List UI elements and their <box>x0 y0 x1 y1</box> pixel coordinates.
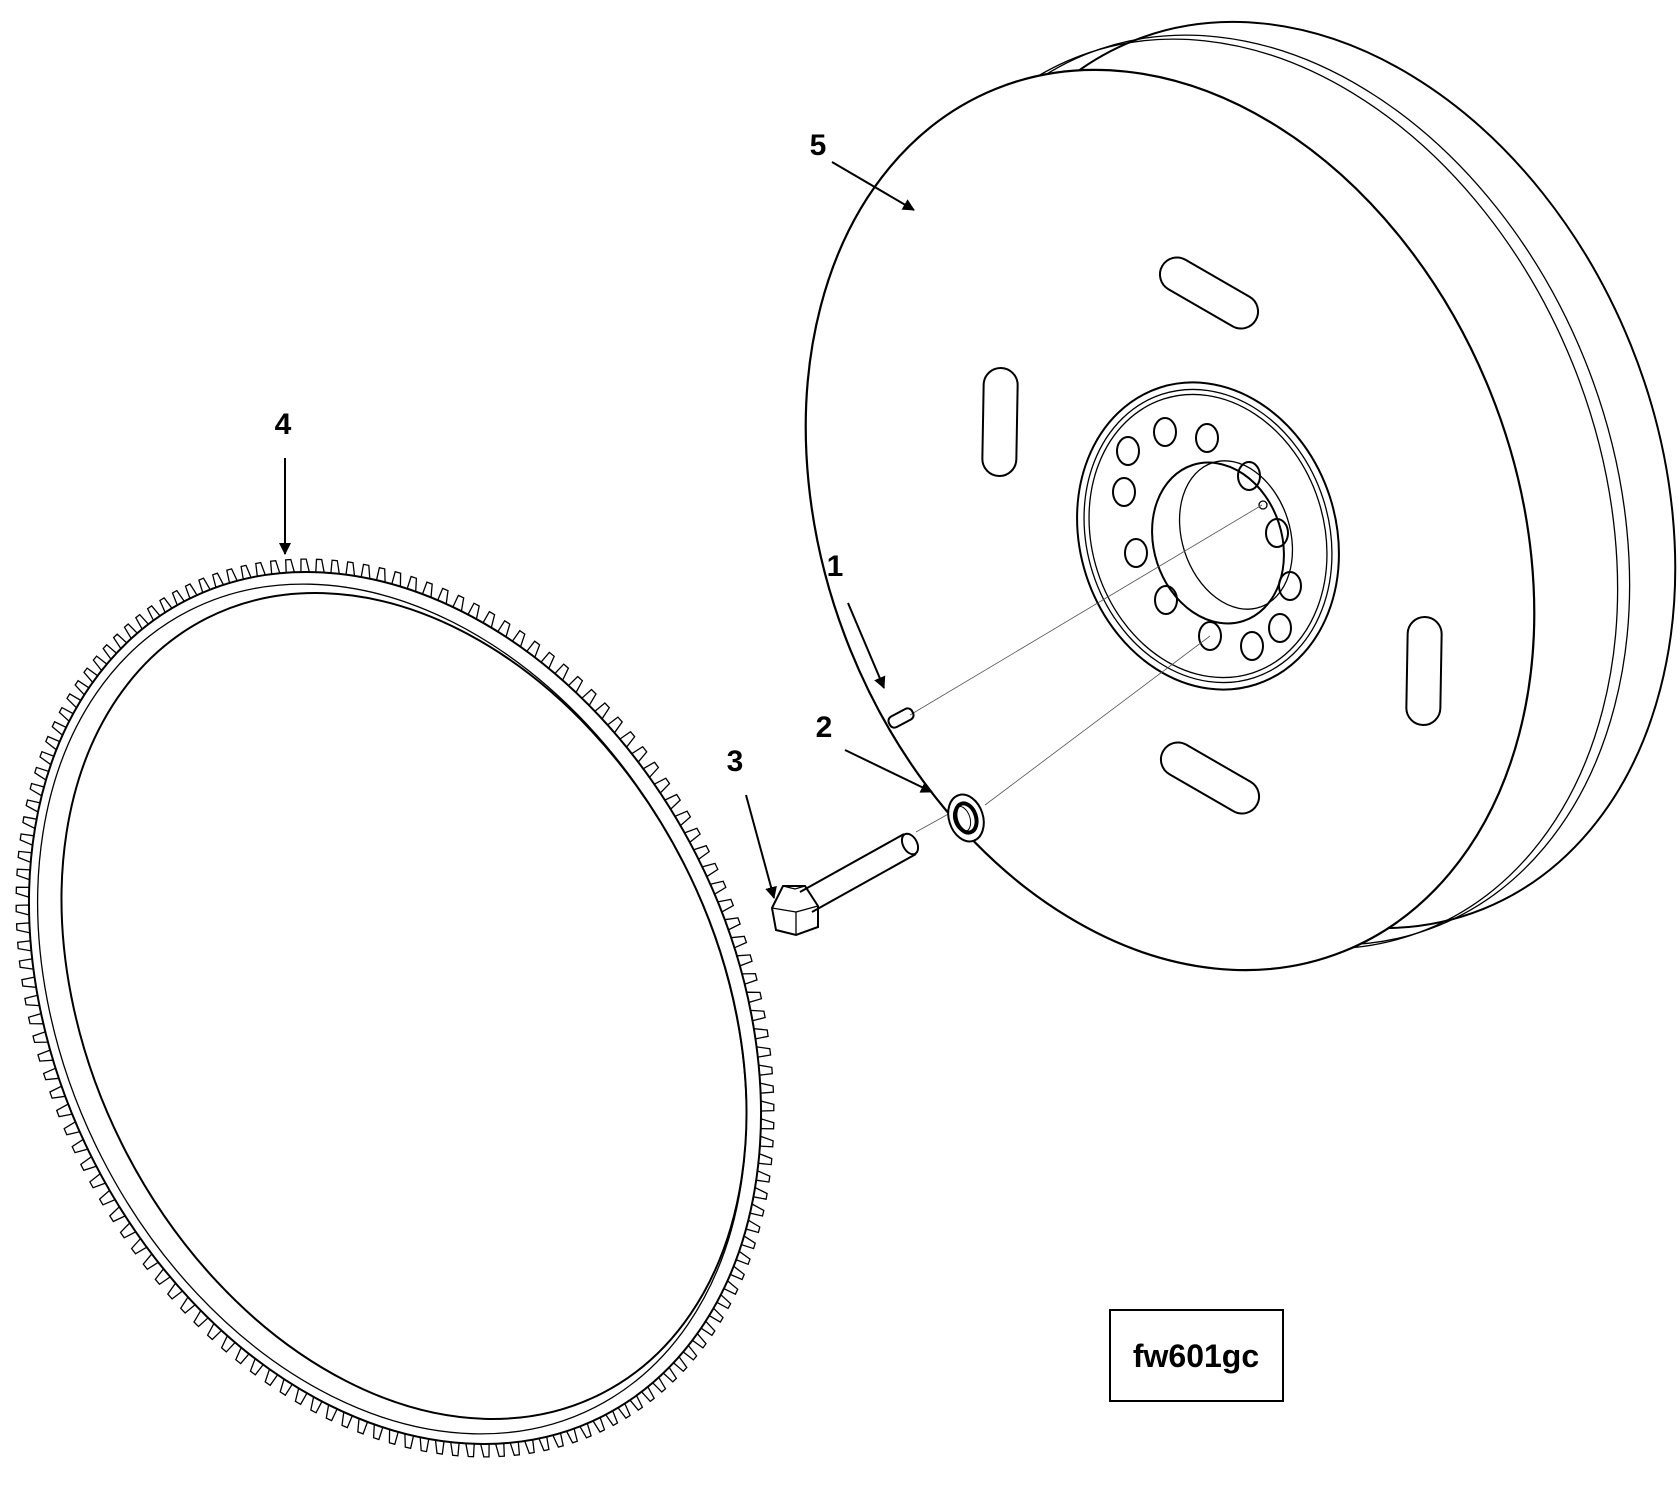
dowel-pin-icon <box>887 707 915 729</box>
gear-tooth <box>315 558 325 574</box>
gear-tooth <box>17 940 33 952</box>
figure-id: fw601gc <box>1133 1338 1259 1374</box>
figure-id-box: fw601gc <box>1109 1309 1284 1402</box>
gear-tooth <box>759 1135 774 1148</box>
callout-4: 4 <box>275 408 292 441</box>
gear-tooth <box>17 850 33 864</box>
gear-tooth <box>757 1152 773 1166</box>
callout-5: 5 <box>810 129 827 162</box>
gear-tooth <box>759 1082 775 1094</box>
flywheel-icon <box>804 20 1677 972</box>
leader-arrow-3 <box>745 794 777 899</box>
gear-tooth <box>15 886 30 899</box>
leader-arrow-2 <box>844 749 933 793</box>
gear-tooth <box>757 1064 773 1076</box>
gear-tooth <box>494 1442 505 1458</box>
gear-tooth <box>330 559 341 575</box>
leader-arrow-1 <box>847 602 886 689</box>
gear-tooth <box>16 868 31 881</box>
gear-tooth <box>755 1046 772 1058</box>
gear-tooth <box>269 560 281 575</box>
gear-tooth <box>509 1441 521 1456</box>
bolt-hole-circle <box>1112 417 1302 661</box>
gear-tooth <box>18 958 35 970</box>
callout-1: 1 <box>827 550 844 583</box>
callout-3: 3 <box>727 745 744 778</box>
hex-bolt-icon <box>770 832 920 937</box>
leader-arrow-5 <box>831 161 915 211</box>
gear-tooth <box>15 904 30 916</box>
washer-icon <box>947 793 985 843</box>
callout-2: 2 <box>816 711 833 744</box>
gear-tooth <box>15 922 31 934</box>
gear-tooth <box>465 1442 475 1458</box>
ring-gear-icon <box>15 558 775 1458</box>
gear-tooth <box>479 1443 490 1458</box>
gear-tooth <box>285 558 296 574</box>
gear-tooth <box>449 1441 460 1457</box>
gear-tooth <box>760 1100 775 1112</box>
gear-tooth <box>300 558 311 573</box>
gear-tooth <box>760 1117 775 1130</box>
